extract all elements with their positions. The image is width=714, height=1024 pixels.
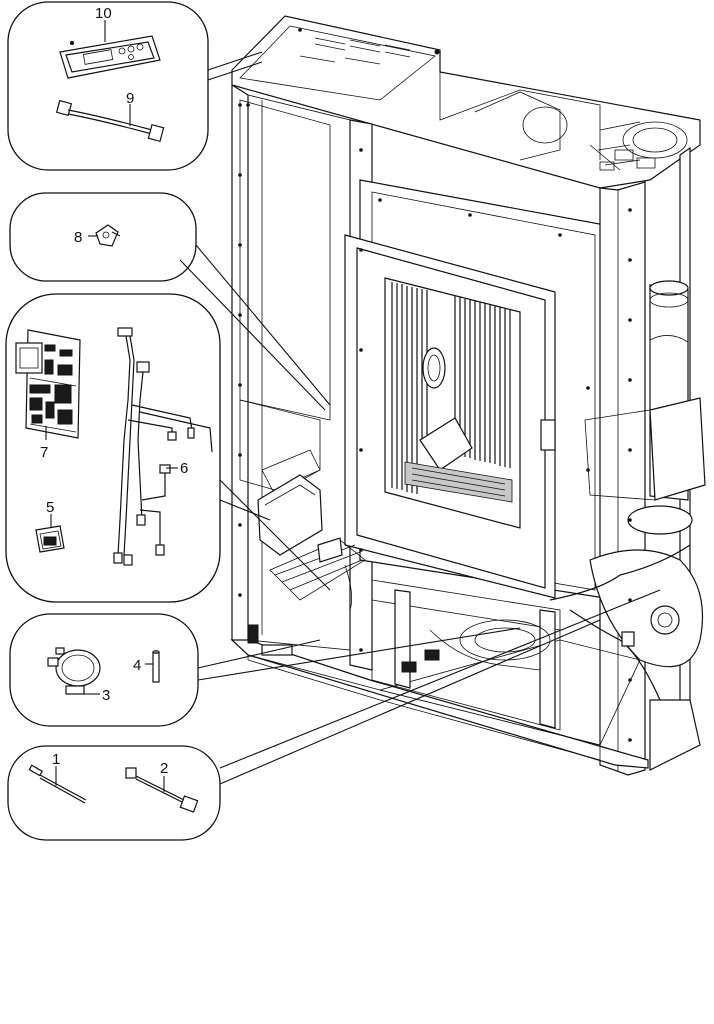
part-label-8: 8 — [74, 229, 82, 246]
control-board-part — [15, 329, 81, 440]
callout-bubble-display: 10 9 — [7, 1, 209, 171]
callout-bubble-pressure: 4 3 — [9, 613, 199, 727]
part-label-6: 6 — [180, 460, 188, 477]
temperature-probe-part — [28, 764, 87, 804]
display-cable-part — [55, 99, 165, 143]
part-label-1: 1 — [52, 751, 60, 768]
thermostat-probe-part — [125, 767, 199, 813]
part-label-9: 9 — [126, 90, 134, 107]
callout-bubble-probes: 1 2 — [7, 745, 221, 841]
part-label-7: 7 — [40, 444, 48, 461]
part-label-2: 2 — [160, 760, 168, 777]
silicone-tube-part — [145, 650, 160, 683]
part-label-4: 4 — [133, 657, 141, 674]
callout-bubble-sensor: 8 — [9, 192, 197, 282]
part-label-3: 3 — [102, 687, 110, 704]
fuse-holder-part — [35, 514, 65, 553]
callout-leader-lines — [179, 51, 661, 785]
callout-bubble-electronics: 7 6 5 — [5, 293, 221, 603]
sensor-bracket-part — [88, 224, 121, 247]
part-label-10: 10 — [95, 5, 112, 22]
display-panel-part — [59, 20, 161, 79]
pressure-switch-part — [47, 647, 101, 695]
part-label-5: 5 — [46, 499, 54, 516]
wiring-harness-part — [113, 327, 213, 566]
stove-frame — [230, 15, 706, 776]
